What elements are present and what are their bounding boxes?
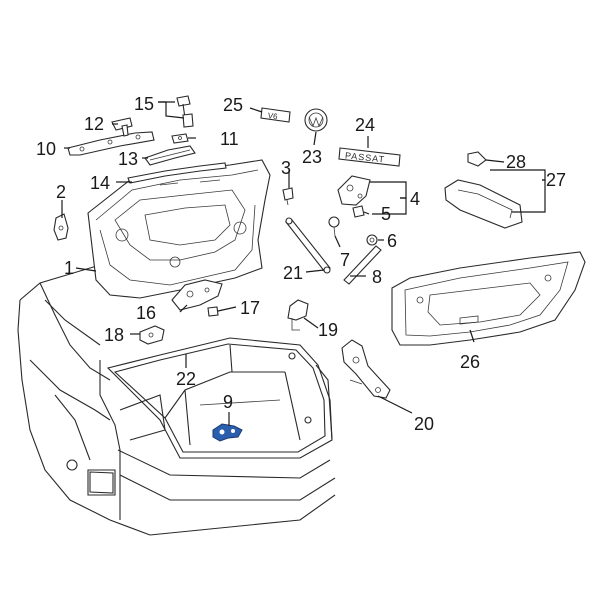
callout-21: 21: [283, 263, 303, 283]
callout-13: 13: [118, 149, 138, 169]
part-2: [53, 213, 69, 241]
part-10-strip: [67, 131, 155, 156]
callout-9: 9: [223, 392, 233, 412]
callout-26: 26: [460, 352, 480, 372]
part-24-badge: PASSAT: [338, 147, 401, 167]
part-9-highlighted: [212, 423, 243, 442]
callout-5: 5: [381, 204, 391, 224]
callout-14: 14: [90, 173, 110, 193]
callout-25: 25: [223, 95, 243, 115]
part-7: [328, 216, 340, 237]
part-27-lamp: [444, 179, 523, 229]
callout-12: 12: [84, 114, 104, 134]
part-18: [139, 325, 165, 345]
callout-20: 20: [414, 414, 434, 434]
trunk-lid: [87, 159, 271, 299]
part-17: [207, 306, 219, 317]
trunk-opening: [106, 337, 333, 459]
callout-27: 27: [546, 170, 566, 190]
callout-10: 10: [36, 139, 56, 159]
passat-badge-text: PASSAT: [345, 150, 386, 164]
part-21-strut: [285, 217, 331, 274]
part-13-handle: [144, 145, 196, 166]
part-26-trim: [391, 251, 586, 346]
callout-18: 18: [104, 325, 124, 345]
part-4-hinge: [337, 175, 371, 206]
callouts: 1 2 3 4 5 6 7 8 9 10 11 12 13 14 15 16 1…: [36, 94, 566, 434]
v6-badge-text: V6: [267, 111, 278, 121]
part-19: [287, 299, 309, 331]
part-23-emblem: [304, 108, 328, 132]
callout-4: 4: [410, 189, 420, 209]
part-14: [127, 162, 227, 184]
callout-23: 23: [302, 147, 322, 167]
callout-17: 17: [240, 298, 260, 318]
callout-15: 15: [134, 94, 154, 114]
part-6: [366, 234, 378, 246]
part-12-clip: [111, 117, 133, 137]
leader-lines: [61, 101, 546, 426]
part-11: [171, 133, 189, 144]
callout-22: 22: [176, 369, 196, 389]
part-15: [176, 95, 194, 128]
callout-24: 24: [355, 115, 375, 135]
part-20-hinge: [341, 339, 391, 399]
part-5: [352, 205, 365, 218]
callout-16: 16: [136, 303, 156, 323]
callout-6: 6: [387, 231, 397, 251]
part-8-rod: [343, 245, 382, 285]
callout-28: 28: [506, 152, 526, 172]
callout-1: 1: [64, 258, 74, 278]
callout-7: 7: [340, 250, 350, 270]
callout-8: 8: [372, 267, 382, 287]
part-3: [282, 187, 294, 206]
part-28-bulb: [467, 151, 487, 167]
part-25-badge: V6: [260, 107, 291, 123]
callout-3: 3: [281, 158, 291, 178]
car-body: [17, 264, 336, 536]
callout-19: 19: [318, 320, 338, 340]
callout-2: 2: [56, 182, 66, 202]
callout-11: 11: [220, 129, 239, 149]
